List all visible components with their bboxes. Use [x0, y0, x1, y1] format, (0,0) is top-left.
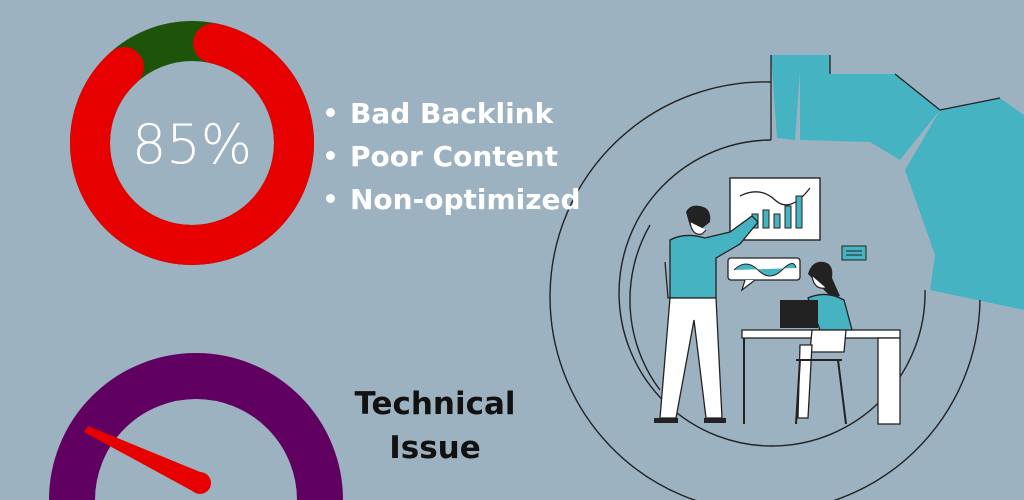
gauge-arc: [49, 353, 343, 500]
donut-percent-label: 85%: [131, 113, 253, 176]
technical-issue-label: Technical Issue: [335, 382, 535, 470]
technical-issue-line1: Technical: [354, 386, 516, 422]
list-item: Poor Content: [326, 135, 581, 178]
list-item: Bad Backlink: [326, 92, 581, 135]
list-item: Non-optimized: [326, 178, 581, 221]
standing-man-icon: [654, 205, 759, 423]
gauge-needle-icon: [84, 426, 211, 494]
wave-chart-bubble-icon: [727, 257, 801, 292]
bullet-dot-icon: [326, 107, 335, 117]
analytics-illustration: [549, 55, 1024, 500]
sitting-woman-icon: [780, 261, 853, 425]
issue-list: Bad Backlink Poor Content Non-optimized: [326, 92, 581, 221]
bullet-dot-icon: [326, 150, 335, 160]
list-item-label: Bad Backlink: [350, 97, 554, 130]
list-item-label: Poor Content: [350, 140, 558, 173]
list-item-label: Non-optimized: [350, 183, 581, 216]
gauge: [49, 353, 343, 500]
donut-main-arc: [70, 21, 314, 265]
concentric-circles: [549, 81, 981, 500]
sunburst-segments: [770, 55, 1024, 310]
donut-chart: [70, 21, 314, 265]
technical-issue-line2: Issue: [389, 430, 481, 466]
bullet-dot-icon: [326, 193, 335, 203]
message-bubble-icon: [841, 245, 867, 261]
